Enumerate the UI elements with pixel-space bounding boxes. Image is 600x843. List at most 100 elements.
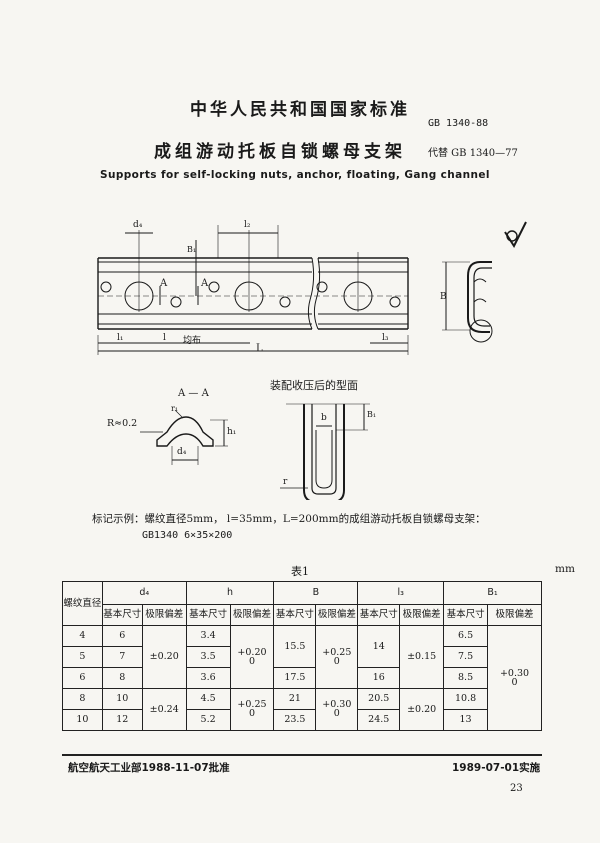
cell-d4-tol: ±0.20	[141, 625, 187, 689]
assembled-profile	[280, 403, 370, 500]
section-a-a	[140, 409, 228, 465]
header-thread: 螺纹直径	[62, 581, 103, 626]
cell-d4: 10	[101, 688, 143, 710]
label-h1: h₁	[227, 427, 237, 437]
header-basic: 基本尺寸	[185, 604, 231, 626]
header-tol: 极限偏差	[399, 604, 445, 626]
cell-B: 17.5	[273, 667, 317, 689]
gb-number: GB 1340-88	[428, 118, 489, 129]
label-l3: l₃	[382, 333, 389, 343]
cell-l3: 20.5	[357, 688, 401, 710]
cell-h: 3.4	[185, 625, 231, 647]
channel-side-view	[442, 261, 493, 343]
cell-h: 3.6	[185, 667, 231, 689]
section-title: A — A	[178, 388, 209, 399]
header-basic: 基本尺寸	[357, 604, 401, 626]
document-title: 成组游动托板自锁螺母支架	[154, 142, 406, 162]
footer-rule	[62, 754, 542, 756]
replaces-note: 代替 GB 1340—77	[428, 148, 518, 159]
tol-lower: 0	[248, 655, 255, 667]
header-B1: B₁	[443, 581, 542, 605]
header-tol: 极限偏差	[487, 604, 542, 626]
tol-lower: 0	[333, 708, 340, 719]
label-l1: l₁	[117, 333, 124, 343]
tol-upper: +0.30	[322, 699, 352, 710]
cell-d4: 12	[101, 709, 143, 731]
table-row: 6 8 3.6 17.5 16 8.5	[62, 667, 542, 689]
cell-h: 4.5	[185, 688, 231, 710]
table-row: 5 7 3.5 7.5	[62, 646, 542, 668]
label-a-right: A	[201, 278, 209, 289]
cell-thread: 10	[62, 709, 103, 731]
label-b: b	[321, 413, 327, 423]
table-unit: mm	[555, 563, 575, 575]
cell-h: 5.2	[185, 709, 231, 731]
header-tol: 极限偏差	[229, 604, 275, 626]
tol-upper: +0.25	[322, 646, 352, 658]
cell-thread: 5	[62, 646, 103, 668]
cell-B1: 8.5	[443, 667, 489, 689]
cell-l3-tol: ±0.20	[399, 688, 445, 731]
header-tol: 极限偏差	[315, 604, 359, 626]
header-basic: 基本尺寸	[101, 604, 143, 626]
cell-l3-tol: ±0.15	[399, 625, 445, 689]
marking-example-line2: GB1340 6×35×200	[142, 530, 233, 541]
english-title: Supports for self-locking nuts, anchor, …	[100, 169, 490, 181]
cell-thread: 8	[62, 688, 103, 710]
label-b1: B₁	[187, 245, 197, 254]
cell-B1: 10.8	[443, 688, 489, 710]
cell-h: 3.5	[185, 646, 231, 668]
label-B: B	[440, 292, 447, 302]
cell-d4: 8	[101, 667, 143, 689]
label-roughness: ∇	[510, 213, 511, 214]
technical-drawing	[97, 221, 527, 500]
cell-B1: 13	[443, 709, 489, 731]
cell-B: 21	[273, 688, 317, 710]
tol-upper: +0.20	[237, 646, 267, 658]
label-L: L	[256, 343, 263, 354]
standard-org-heading: 中华人民共和国国家标准	[190, 100, 410, 120]
assembled-profile-title: 装配收压后的型面	[270, 379, 358, 392]
header-l3: l₃	[357, 581, 445, 605]
spec-table: 螺纹直径 d₄ h B l₃ B₁ 基本尺寸 极限偏差 基本尺寸 极限偏差 基本…	[62, 581, 542, 731]
marking-example-line1: 标记示例：螺纹直径5mm， l=35mm，L=200mm的成组游动托板自锁螺母支…	[92, 513, 486, 525]
cell-thread: 6	[62, 667, 103, 689]
label-B1-assembled: B₁	[367, 410, 377, 419]
label-l: l	[163, 333, 166, 343]
cell-B: 23.5	[273, 709, 317, 731]
cell-B1: 6.5	[443, 625, 489, 647]
cell-d4: 7	[101, 646, 143, 668]
tol-lower: 0	[248, 708, 255, 719]
label-d4-section: d₄	[177, 447, 187, 457]
table-row: 10 12 5.2 23.5 24.5 13	[62, 709, 542, 731]
label-R: R≈0.2	[107, 418, 138, 429]
cell-thread: 4	[62, 625, 103, 647]
header-basic: 基本尺寸	[273, 604, 317, 626]
cell-B1: 7.5	[443, 646, 489, 668]
label-r1: r₁	[171, 404, 179, 413]
page-number: 23	[510, 783, 523, 794]
table-title: 表1	[291, 565, 309, 578]
header-B: B	[273, 581, 359, 605]
cell-l3: 14	[357, 625, 401, 668]
approval-note: 航空航天工业部1988-11-07批准	[68, 762, 230, 774]
label-r: r	[283, 477, 288, 487]
tol-lower: 0	[333, 655, 340, 667]
tol-upper: +0.30	[499, 667, 530, 679]
effective-date: 1989-07-01实施	[452, 762, 541, 774]
cell-d4-tol: ±0.24	[141, 688, 187, 731]
label-l2: l₂	[244, 220, 251, 230]
roughness-symbol	[504, 221, 527, 249]
header-tol: 极限偏差	[141, 604, 187, 626]
tol-lower: 0	[511, 676, 518, 688]
label-a-left: A	[160, 278, 168, 289]
channel-top-view	[97, 225, 409, 355]
header-basic: 基本尺寸	[443, 604, 489, 626]
